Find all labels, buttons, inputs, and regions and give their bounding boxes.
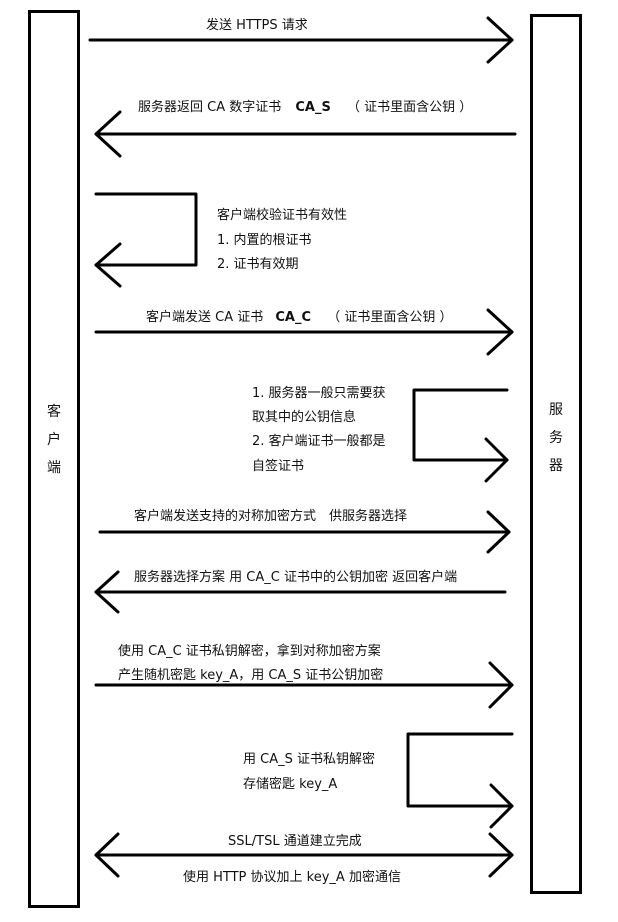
- arrow-server-returns-ca: [94, 110, 517, 158]
- arrow-client-verify-loop: [94, 192, 198, 288]
- arrow-send-cipher-suites: [98, 510, 511, 554]
- msg-server-chooses-scheme: 服务器选择方案 用 CA_C 证书中的公钥加密 返回客户端: [134, 570, 458, 585]
- client-label: 客 户 端: [44, 398, 64, 482]
- arrow-channel-established: [94, 832, 514, 878]
- server-label-char: 器: [549, 458, 563, 474]
- msg-cert-name: CA_S: [295, 100, 331, 115]
- msg-encrypted-communication: 使用 HTTP 协议加上 key_A 加密通信: [183, 870, 401, 885]
- server-label: 服 务 器: [546, 396, 566, 480]
- msg-client-generate-key: 产生随机密匙 key_A，用 CA_S 证书公钥加密: [118, 668, 384, 683]
- arrow-server-loop: [412, 388, 509, 483]
- msg-server-decrypt: 用 CA_S 证书私钥解密: [243, 752, 375, 767]
- msg-server-store-key: 存储密匙 key_A: [243, 777, 338, 792]
- msg-client-decrypt: 使用 CA_C 证书私钥解密，拿到对称加密方案: [118, 644, 381, 659]
- arrow-server-decrypt-loop: [406, 732, 514, 829]
- msg-https-request: 发送 HTTPS 请求: [206, 18, 308, 33]
- arrow-server-chooses-scheme: [94, 570, 507, 614]
- server-label-char: 务: [549, 430, 563, 446]
- client-label-char: 户: [47, 432, 61, 448]
- msg-client-verify-item: 2. 证书有效期: [217, 257, 299, 272]
- msg-client-verify-item: 1. 内置的根证书: [217, 233, 312, 248]
- arrow-client-key-exchange: [94, 661, 514, 709]
- msg-server-note: 取其中的公钥信息: [252, 410, 357, 425]
- arrow-https-request: [88, 16, 514, 64]
- msg-note: （ 证书里面含公钥 ）: [327, 310, 453, 325]
- server-label-char: 服: [549, 402, 563, 418]
- msg-server-note: 1. 服务器一般只需要获: [252, 386, 386, 401]
- msg-text: 服务器返回 CA 数字证书: [138, 100, 282, 115]
- msg-channel-established: SSL/TSL 通道建立完成: [228, 834, 362, 849]
- client-label-char: 端: [47, 460, 61, 476]
- msg-cert-name: CA_C: [275, 310, 312, 325]
- msg-server-note: 2. 客户端证书一般都是: [252, 434, 386, 449]
- server-lifeline: [530, 14, 582, 894]
- msg-server-returns-ca: 服务器返回 CA 数字证书 CA_S （ 证书里面含公钥 ）: [138, 96, 472, 115]
- msg-note: （ 证书里面含公钥 ）: [347, 100, 473, 115]
- msg-send-cipher-suites: 客户端发送支持的对称加密方式 供服务器选择: [134, 509, 408, 524]
- msg-server-note: 自签证书: [252, 459, 305, 474]
- msg-text: 客户端发送 CA 证书: [146, 310, 264, 325]
- client-lifeline: [28, 10, 80, 908]
- client-label-char: 客: [47, 404, 61, 420]
- msg-client-sends-ca: 客户端发送 CA 证书 CA_C （ 证书里面含公钥 ）: [146, 306, 452, 325]
- msg-client-verify-title: 客户端校验证书有效性: [217, 208, 348, 223]
- arrow-client-sends-ca: [94, 308, 514, 356]
